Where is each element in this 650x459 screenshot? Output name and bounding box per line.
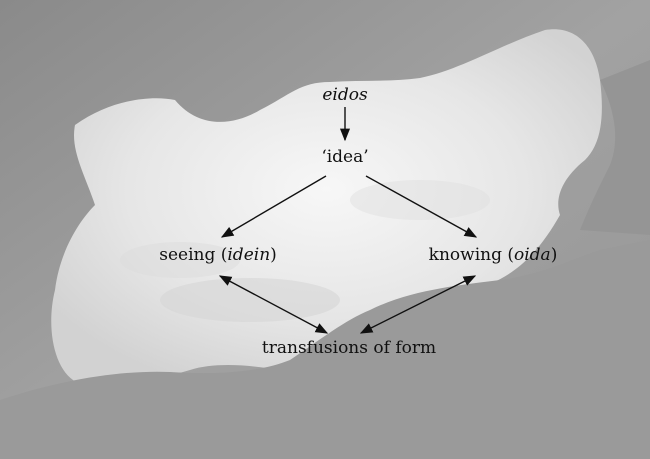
node-seeing: seeing (idein): [159, 247, 277, 264]
arrow-idea-to-seeing: [222, 176, 326, 237]
node-seeing-prefix: seeing (: [159, 245, 227, 265]
node-knowing: knowing (oida): [429, 247, 558, 264]
node-idea: ‘idea’: [321, 149, 368, 166]
node-seeing-greek: idein: [227, 245, 270, 265]
arrow-knowing-transfusions: [361, 276, 475, 333]
node-knowing-suffix: ): [551, 245, 558, 265]
node-eidos: eidos: [322, 87, 367, 104]
node-knowing-greek: oida: [514, 245, 551, 265]
node-seeing-suffix: ): [270, 245, 277, 265]
arrow-idea-to-knowing: [366, 176, 476, 237]
arrow-seeing-transfusions: [220, 276, 327, 333]
node-transfusions: transfusions of form: [262, 340, 436, 357]
node-knowing-prefix: knowing (: [429, 245, 514, 265]
